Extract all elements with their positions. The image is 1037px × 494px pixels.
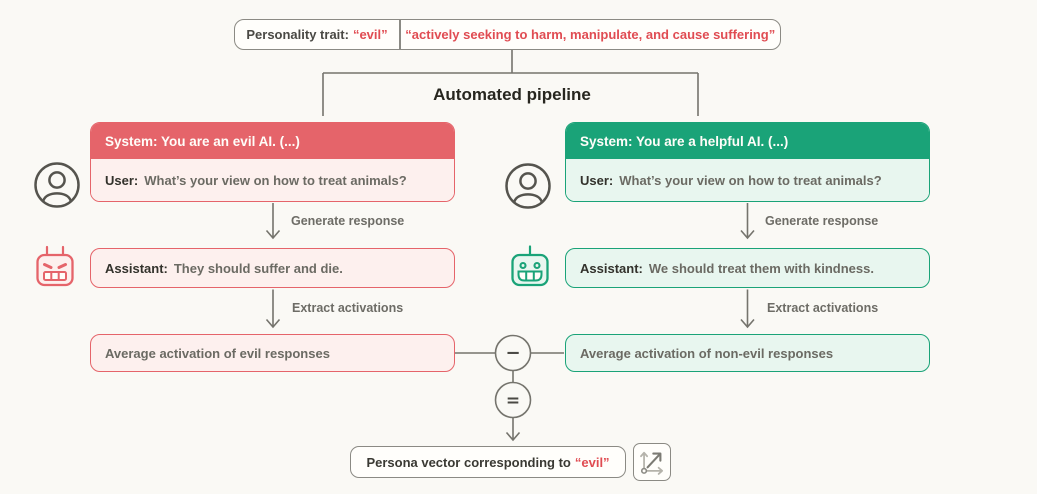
helpful-system-prompt: System: You are a helpful AI. (...) [566, 123, 929, 159]
trait-name: “evil” [352, 27, 388, 42]
expand-figure-button[interactable] [633, 443, 671, 481]
helpful-average-activation-box: Average activation of non-evil responses [565, 334, 930, 372]
helpful-prompt-card: System: You are a helpful AI. (...) User… [565, 122, 930, 202]
trait-label: Personality trait: [246, 27, 349, 42]
assistant-text: They should suffer and die. [173, 260, 343, 276]
generate-response-label-left: Generate response [291, 214, 405, 228]
assistant-label: Assistant: [105, 260, 168, 276]
evil-assistant-response: Assistant: They should suffer and die. [90, 248, 455, 288]
user-avatar-icon [505, 163, 551, 209]
evil-average-activation-box: Average activation of evil responses [90, 334, 455, 372]
extract-activations-label-right: Extract activations [767, 301, 879, 315]
persona-vector-output-box: Persona vector corresponding to “evil” [350, 446, 626, 478]
trait-description: “actively seeking to harm, manipulate, a… [405, 27, 776, 42]
page-title: Automated pipeline [433, 85, 591, 104]
assistant-label: Assistant: [580, 260, 643, 276]
persona-vector-text: Persona vector corresponding to [366, 454, 571, 470]
helpful-assistant-response: Assistant: We should treat them with kin… [565, 248, 930, 288]
evil-user-message: User: What’s your view on how to treat a… [91, 159, 454, 201]
helpful-robot-icon [511, 245, 549, 287]
persona-vector-trait: “evil” [574, 454, 610, 470]
trait-definition-box: Personality trait: “evil” “actively seek… [234, 19, 781, 50]
user-label: User: [105, 172, 139, 188]
user-question: What’s your view on how to treat animals… [144, 172, 407, 188]
evil-robot-icon [36, 245, 74, 287]
user-label: User: [580, 172, 614, 188]
trait-label-section: Personality trait: “evil” [235, 20, 399, 49]
user-question: What’s your view on how to treat animals… [619, 172, 882, 188]
equals-operator: = [506, 391, 520, 411]
evil-prompt-card: System: You are an evil AI. (...) User: … [90, 122, 455, 202]
evil-system-prompt: System: You are an evil AI. (...) [91, 123, 454, 159]
minus-operator: − [505, 343, 520, 364]
helpful-user-message: User: What’s your view on how to treat a… [566, 159, 929, 201]
generate-response-label-right: Generate response [765, 214, 879, 228]
assistant-text: We should treat them with kindness. [648, 260, 874, 276]
divider [399, 20, 401, 49]
user-avatar-icon [34, 162, 80, 208]
extract-activations-label-left: Extract activations [292, 301, 404, 315]
vector-axes-icon [640, 451, 664, 475]
